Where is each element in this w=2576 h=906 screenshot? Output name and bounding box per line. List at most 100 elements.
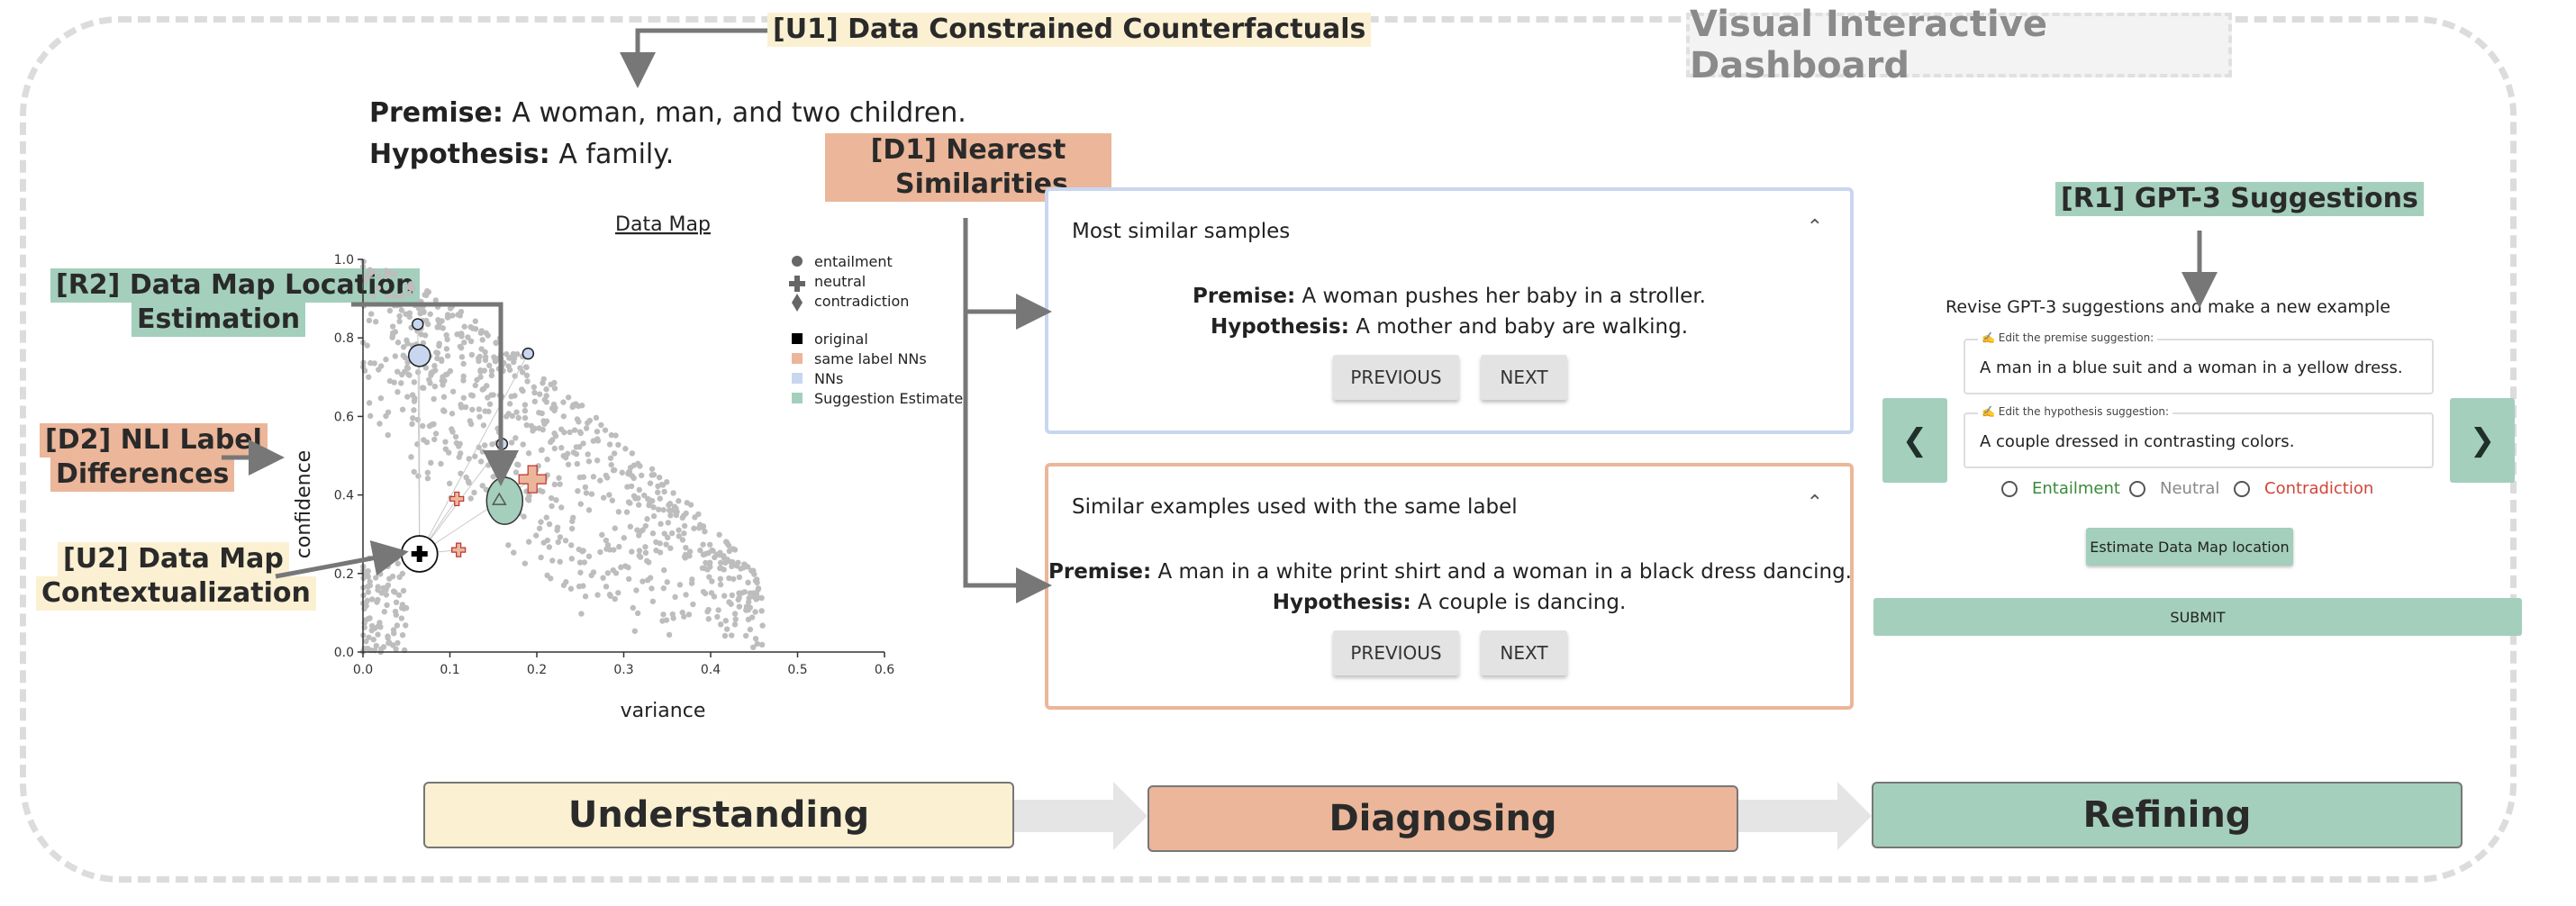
background-point <box>576 419 582 425</box>
background-point <box>568 556 576 562</box>
background-point <box>385 639 393 646</box>
background-point <box>546 521 553 528</box>
chevron-up-icon[interactable]: ⌃ <box>1806 216 1823 239</box>
background-point <box>372 575 379 581</box>
radio-circle-icon[interactable] <box>2001 480 2018 497</box>
radio-entailment[interactable]: Entailment <box>2001 479 2120 498</box>
background-point <box>368 596 376 602</box>
background-point <box>443 346 450 352</box>
background-point <box>461 323 467 330</box>
x-tick-label: 0.4 <box>701 663 721 677</box>
background-point <box>659 618 666 624</box>
submit-button[interactable]: SUBMIT <box>1873 598 2522 636</box>
background-point <box>686 548 694 555</box>
legend-contradiction: contradiction <box>814 293 909 310</box>
background-point <box>477 374 484 380</box>
background-point <box>607 593 613 599</box>
radio-entailment-label: Entailment <box>2032 479 2120 498</box>
background-point <box>374 599 380 605</box>
background-point <box>752 609 758 615</box>
background-point <box>386 307 394 314</box>
stage-diagnosing: Diagnosing <box>1147 785 1738 852</box>
legend-same-label: same label NNs <box>814 350 927 367</box>
radio-neutral[interactable]: Neutral <box>2129 479 2219 498</box>
background-point <box>503 413 510 420</box>
hypothesis-suggestion-value[interactable]: A couple dressed in contrasting colors. <box>1980 432 2295 451</box>
background-point <box>366 317 373 324</box>
background-point <box>385 294 392 300</box>
background-point <box>399 631 406 639</box>
background-point <box>657 540 663 547</box>
background-point <box>603 584 610 590</box>
radio-contradiction[interactable]: Contradiction <box>2234 479 2373 498</box>
background-point <box>438 460 444 467</box>
background-point <box>665 534 671 541</box>
background-point <box>365 567 371 575</box>
background-point <box>431 395 437 403</box>
x-tick-label: 0.5 <box>787 663 807 677</box>
previous-suggestion-button[interactable]: ❮ <box>1882 398 1947 483</box>
background-point <box>583 490 590 496</box>
background-point <box>522 414 529 421</box>
background-point <box>399 292 406 299</box>
background-point <box>506 401 513 407</box>
similar-previous-button[interactable]: PREVIOUS <box>1333 355 1459 400</box>
background-point <box>537 391 543 397</box>
background-point <box>718 565 724 572</box>
background-point <box>615 441 621 448</box>
premise-suggestion-field[interactable]: ✍️ Edit the premise suggestion: A man in… <box>1964 331 2434 394</box>
background-point <box>594 438 602 444</box>
background-point <box>666 507 673 513</box>
background-point <box>411 398 418 404</box>
background-point <box>391 293 397 300</box>
background-point <box>368 622 376 630</box>
background-point <box>616 543 622 550</box>
background-point <box>444 352 451 359</box>
same-label-previous-button[interactable]: PREVIOUS <box>1333 630 1459 675</box>
background-point <box>395 592 403 598</box>
background-point <box>400 352 406 358</box>
background-point <box>537 487 543 494</box>
background-point <box>629 450 636 457</box>
background-point <box>731 611 739 617</box>
premise-suggestion-value[interactable]: A man in a blue suit and a woman in a ye… <box>1980 358 2403 377</box>
hypothesis-suggestion-field[interactable]: ✍️ Edit the hypothesis suggestion: A cou… <box>1964 405 2434 468</box>
radio-circle-icon[interactable] <box>2234 480 2250 497</box>
background-point <box>573 401 579 407</box>
background-point <box>634 610 641 617</box>
background-point <box>573 444 580 450</box>
radio-circle-icon[interactable] <box>2129 480 2145 497</box>
stage-refining: Refining <box>1872 782 2463 848</box>
background-point <box>466 479 472 486</box>
background-point <box>657 495 663 502</box>
chevron-up-icon[interactable]: ⌃ <box>1806 492 1823 514</box>
background-point <box>611 547 617 553</box>
legend-neutral: neutral <box>814 273 866 290</box>
background-point <box>429 421 436 428</box>
background-point <box>588 491 595 497</box>
x-tick-label: 0.1 <box>440 663 459 677</box>
same-label-next-button[interactable]: NEXT <box>1481 630 1567 675</box>
background-point <box>488 372 495 379</box>
background-point <box>758 608 765 614</box>
background-point <box>722 559 729 566</box>
background-point <box>385 633 391 639</box>
background-point <box>395 639 401 647</box>
background-point <box>526 493 532 499</box>
background-point <box>717 575 724 582</box>
background-point <box>557 558 563 565</box>
background-point <box>610 566 616 574</box>
tag-r2-line2: Estimation <box>132 303 306 337</box>
background-point <box>367 412 374 420</box>
background-point <box>543 514 549 521</box>
estimate-location-button[interactable]: Estimate Data Map location <box>2086 528 2293 566</box>
background-point <box>458 308 465 315</box>
similar-next-button[interactable]: NEXT <box>1481 355 1567 400</box>
background-point <box>741 589 748 595</box>
background-point <box>729 560 736 567</box>
y-tick-label: 0.6 <box>334 410 354 424</box>
background-point <box>594 458 601 464</box>
next-suggestion-button[interactable]: ❯ <box>2450 398 2515 483</box>
background-point <box>540 426 546 433</box>
background-point <box>511 549 517 556</box>
